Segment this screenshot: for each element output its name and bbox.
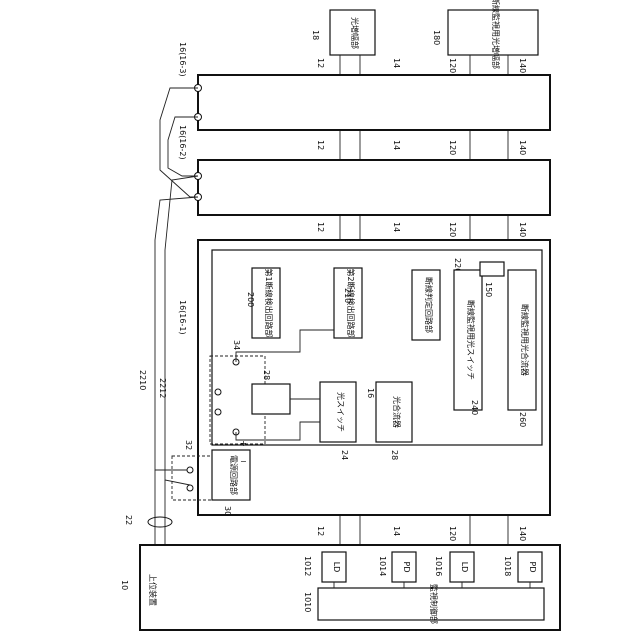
ref-140-c: 140 — [518, 222, 527, 237]
ref-12-b: 12 — [316, 140, 325, 150]
ref-12-d: 12 — [316, 526, 325, 536]
ref-180: 180 — [432, 30, 441, 45]
ld-1-label: LD — [332, 562, 341, 573]
ref-14-b: 14 — [392, 140, 401, 150]
plus-sign: + — [240, 439, 247, 448]
pd-2-label: PD — [528, 562, 537, 573]
ref-150: 150 — [484, 282, 493, 297]
ld-2-label: LD — [460, 562, 469, 573]
ref-10: 10 — [120, 580, 129, 590]
monitor-switch-label: 断線監視用光スイッチ — [466, 300, 476, 380]
monitor-path-box — [480, 262, 504, 276]
ref-140-d: 140 — [518, 526, 527, 541]
ref-2210: 2210 — [138, 370, 147, 390]
ref-140-b: 140 — [518, 140, 527, 155]
ref-120-b: 120 — [448, 140, 457, 155]
ref-14-d: 14 — [392, 526, 401, 536]
ref-14-c: 14 — [392, 222, 401, 232]
monitor-amplifier-label: 断線監視用光増幅部 — [491, 0, 501, 69]
repeater-16-2 — [198, 160, 550, 215]
ref-120-c: 120 — [448, 222, 457, 237]
ref-16: 16 — [366, 388, 375, 398]
fault-judge-label: 断線判定回路部 — [424, 277, 434, 333]
ref-1016: 1016 — [434, 556, 443, 576]
host-label: 上位装置 — [148, 574, 158, 606]
ref-140-a: 140 — [518, 58, 527, 73]
monitor-control-label: 監視制御部 — [429, 584, 439, 624]
ref-120-a: 120 — [448, 58, 457, 73]
ref-14-a: 14 — [392, 58, 401, 68]
ref-30: 30 — [223, 506, 232, 516]
ref-28-b: 28 — [390, 450, 399, 460]
relay-box — [252, 384, 290, 414]
combiner-label: 光合流器 — [392, 396, 402, 428]
detector-1-label: 第1断線検出回路部 — [264, 268, 274, 337]
ref-1010: 1010 — [303, 592, 312, 612]
ref-24: 24 — [340, 450, 349, 460]
ref-12-c: 12 — [316, 222, 325, 232]
ref-1014: 1014 — [378, 556, 387, 576]
ref-200: 200 — [246, 292, 255, 307]
ref-22: 22 — [124, 515, 133, 525]
repeater-16-3 — [198, 75, 550, 130]
ref-210: 210 — [343, 288, 352, 303]
pd-1-label: PD — [402, 562, 411, 573]
minus-sign: − — [240, 457, 247, 466]
ref-1018: 1018 — [503, 556, 512, 576]
optical-amplifier-label: 光増幅部 — [350, 17, 360, 49]
ref-1012: 1012 — [303, 556, 312, 576]
optical-switch-label: 光スイッチ — [336, 392, 346, 432]
ref-28: 28 — [262, 370, 271, 380]
ref-16-1: 16(16-1) — [178, 300, 187, 335]
ref-16-3: 16(16-3) — [178, 42, 187, 77]
ref-32: 32 — [184, 440, 193, 450]
ref-12-a: 12 — [316, 58, 325, 68]
ref-240: 240 — [470, 400, 479, 415]
ref-34: 34 — [232, 340, 241, 350]
ref-2212: 2212 — [158, 378, 167, 398]
ref-18: 18 — [311, 30, 320, 40]
ref-260: 260 — [518, 412, 527, 427]
ref-120-d: 120 — [448, 526, 457, 541]
monitor-combiner-label: 断線監視用光合流器 — [520, 304, 530, 376]
power-circuit-label: 電源回路部 — [229, 455, 239, 495]
ref-16-2: 16(16-2) — [178, 125, 187, 160]
